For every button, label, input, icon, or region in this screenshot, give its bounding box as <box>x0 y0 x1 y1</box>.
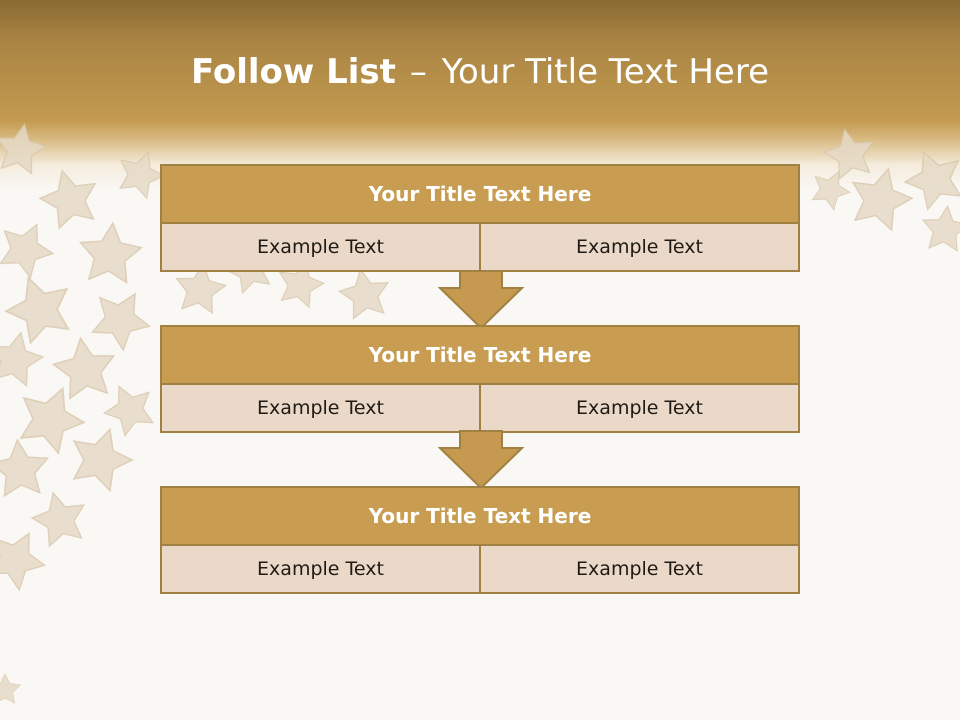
step-3-right-cell: Example Text <box>576 558 703 580</box>
step-3-title: Your Title Text Here <box>162 488 798 546</box>
slide-title-separator: – <box>409 52 427 92</box>
step-1-row: Example Text Example Text <box>162 224 798 270</box>
step-box-1: Your Title Text Here Example Text Exampl… <box>160 164 800 272</box>
step-3-left-cell: Example Text <box>162 546 481 592</box>
slide-title-rest: Your Title Text Here <box>441 52 770 92</box>
step-2-title: Your Title Text Here <box>162 327 798 385</box>
step-2-row: Example Text Example Text <box>162 385 798 431</box>
header-band <box>0 0 960 190</box>
step-3-row: Example Text Example Text <box>162 546 798 592</box>
step-box-3: Your Title Text Here Example Text Exampl… <box>160 486 800 594</box>
step-2-right-cell: Example Text <box>576 397 703 419</box>
step-1-right-cell: Example Text <box>576 236 703 258</box>
step-box-2: Your Title Text Here Example Text Exampl… <box>160 325 800 433</box>
step-1-left-cell: Example Text <box>162 224 481 270</box>
slide-title: Follow List– Your Title Text Here <box>0 52 960 92</box>
down-arrow-icon <box>438 430 524 490</box>
step-2-left-cell: Example Text <box>162 385 481 431</box>
slide-title-bold: Follow List <box>190 52 396 92</box>
down-arrow-icon <box>438 270 524 330</box>
step-1-title: Your Title Text Here <box>162 166 798 224</box>
